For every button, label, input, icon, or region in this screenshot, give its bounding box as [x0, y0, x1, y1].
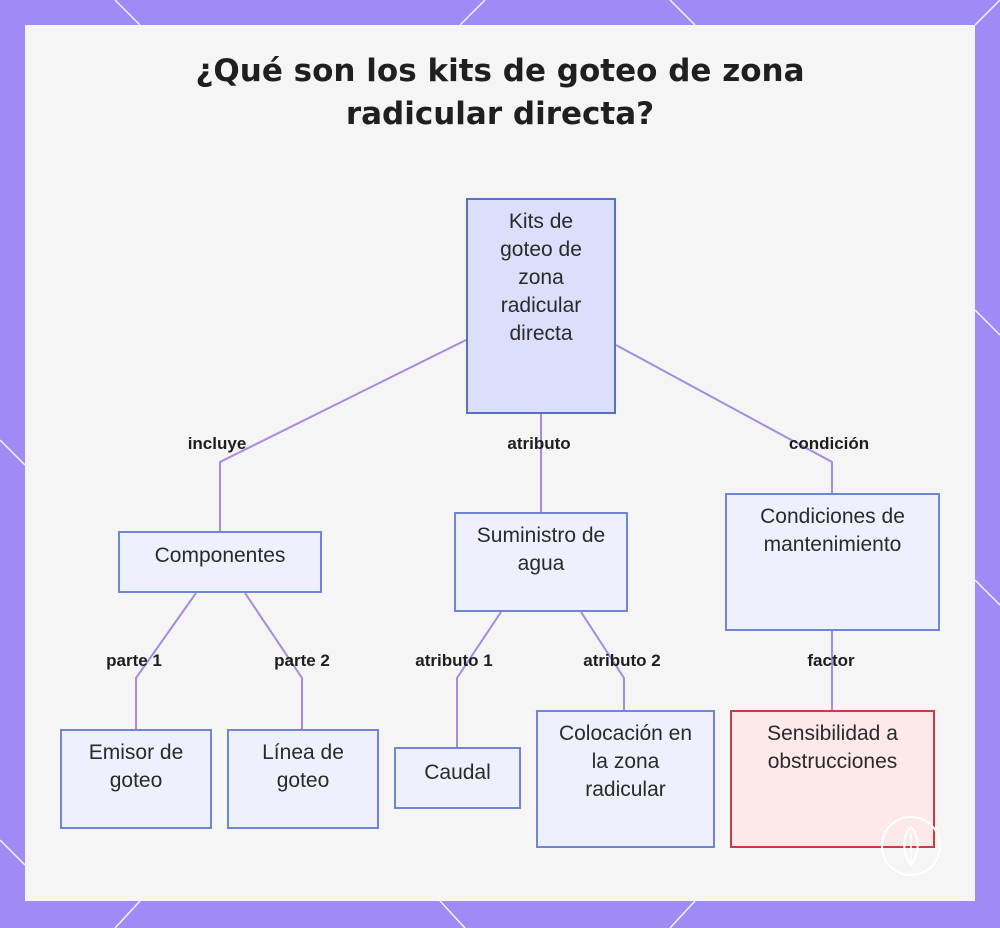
- node-sensibilidad-label: Sensibilidad a obstrucciones: [767, 722, 898, 773]
- node-suministro: Suministro de agua: [454, 512, 628, 612]
- node-root: Kits de goteo de zona radicular directa: [466, 198, 616, 414]
- node-condiciones-label: Condiciones de mantenimiento: [760, 505, 905, 556]
- node-emisor: Emisor de goteo: [60, 729, 212, 829]
- edge-suministro-caudal: [456, 611, 502, 747]
- edge-suministro-colocacion: [580, 611, 625, 710]
- edge-label-parte2: parte 2: [274, 651, 330, 670]
- edge-label-atributo: atributo: [507, 434, 571, 453]
- edge-root-condiciones: [615, 344, 833, 493]
- node-componentes-label: Componentes: [154, 544, 286, 567]
- node-condiciones: Condiciones de mantenimiento: [725, 493, 940, 631]
- node-linea: Línea de goteo: [227, 729, 379, 829]
- edge-componentes-linea: [244, 592, 303, 729]
- node-colocacion-label: Colocación en la zona radicular: [558, 722, 693, 801]
- node-emisor-label: Emisor de goteo: [88, 741, 184, 792]
- diagram-title: ¿Qué son los kits de goteo de zona radic…: [195, 53, 805, 132]
- edge-componentes-emisor: [135, 592, 197, 729]
- edge-label-atributo2: atributo 2: [583, 651, 661, 670]
- edge-label-atributo1: atributo 1: [415, 651, 493, 670]
- node-colocacion: Colocación en la zona radicular: [536, 710, 715, 848]
- node-caudal: Caudal: [394, 747, 521, 809]
- node-componentes: Componentes: [118, 531, 322, 593]
- edge-label-parte1: parte 1: [106, 651, 162, 670]
- feather-leaf-icon: [881, 816, 941, 876]
- node-caudal-label: Caudal: [424, 761, 491, 784]
- node-root-label: Kits de goteo de zona radicular directa: [500, 210, 582, 345]
- edge-root-componentes: [219, 339, 467, 531]
- edge-label-condicion: condición: [788, 434, 870, 453]
- node-linea-label: Línea de goteo: [262, 741, 344, 792]
- edge-label-factor: factor: [807, 651, 855, 670]
- node-sensibilidad: Sensibilidad a obstrucciones: [730, 710, 935, 848]
- node-suministro-label: Suministro de agua: [476, 524, 606, 575]
- edge-label-incluye: incluye: [187, 434, 247, 453]
